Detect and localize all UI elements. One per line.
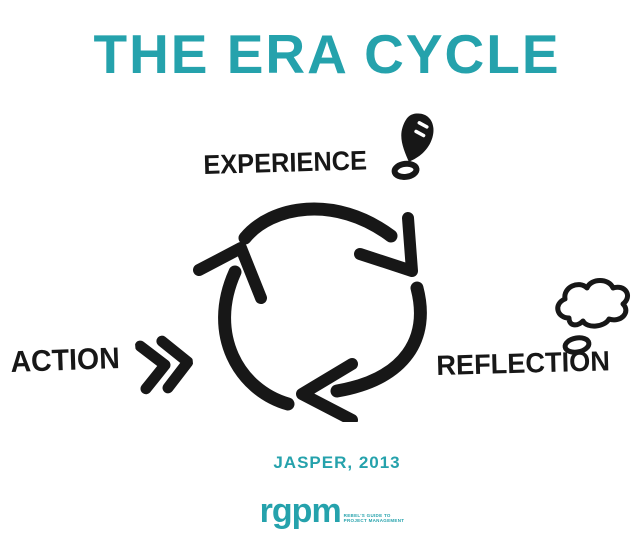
rgpm-logo-tagline-line1: REBEL'S GUIDE TO bbox=[343, 513, 391, 518]
rgpm-logo-tagline: REBEL'S GUIDE TO PROJECT MANAGEMENT bbox=[344, 513, 405, 528]
stage-label-experience: EXPERIENCE bbox=[203, 145, 368, 180]
stage-label-action: ACTION bbox=[10, 341, 121, 379]
rgpm-logo: rgpm REBEL'S GUIDE TO PROJECT MANAGEMENT bbox=[260, 494, 405, 528]
attribution-text: JASPER, 2013 bbox=[273, 453, 401, 472]
rgpm-logo-tagline-line2: PROJECT MANAGEMENT bbox=[343, 518, 405, 523]
rgpm-logo-wordmark: rgpm bbox=[259, 492, 342, 530]
page-title: THE ERA CYCLE bbox=[93, 23, 561, 85]
thought-cloud-icon bbox=[555, 278, 630, 355]
double-chevron-icon bbox=[134, 335, 194, 395]
cycle-arrows-icon bbox=[193, 202, 427, 422]
exclamation-mark-icon bbox=[391, 113, 434, 180]
